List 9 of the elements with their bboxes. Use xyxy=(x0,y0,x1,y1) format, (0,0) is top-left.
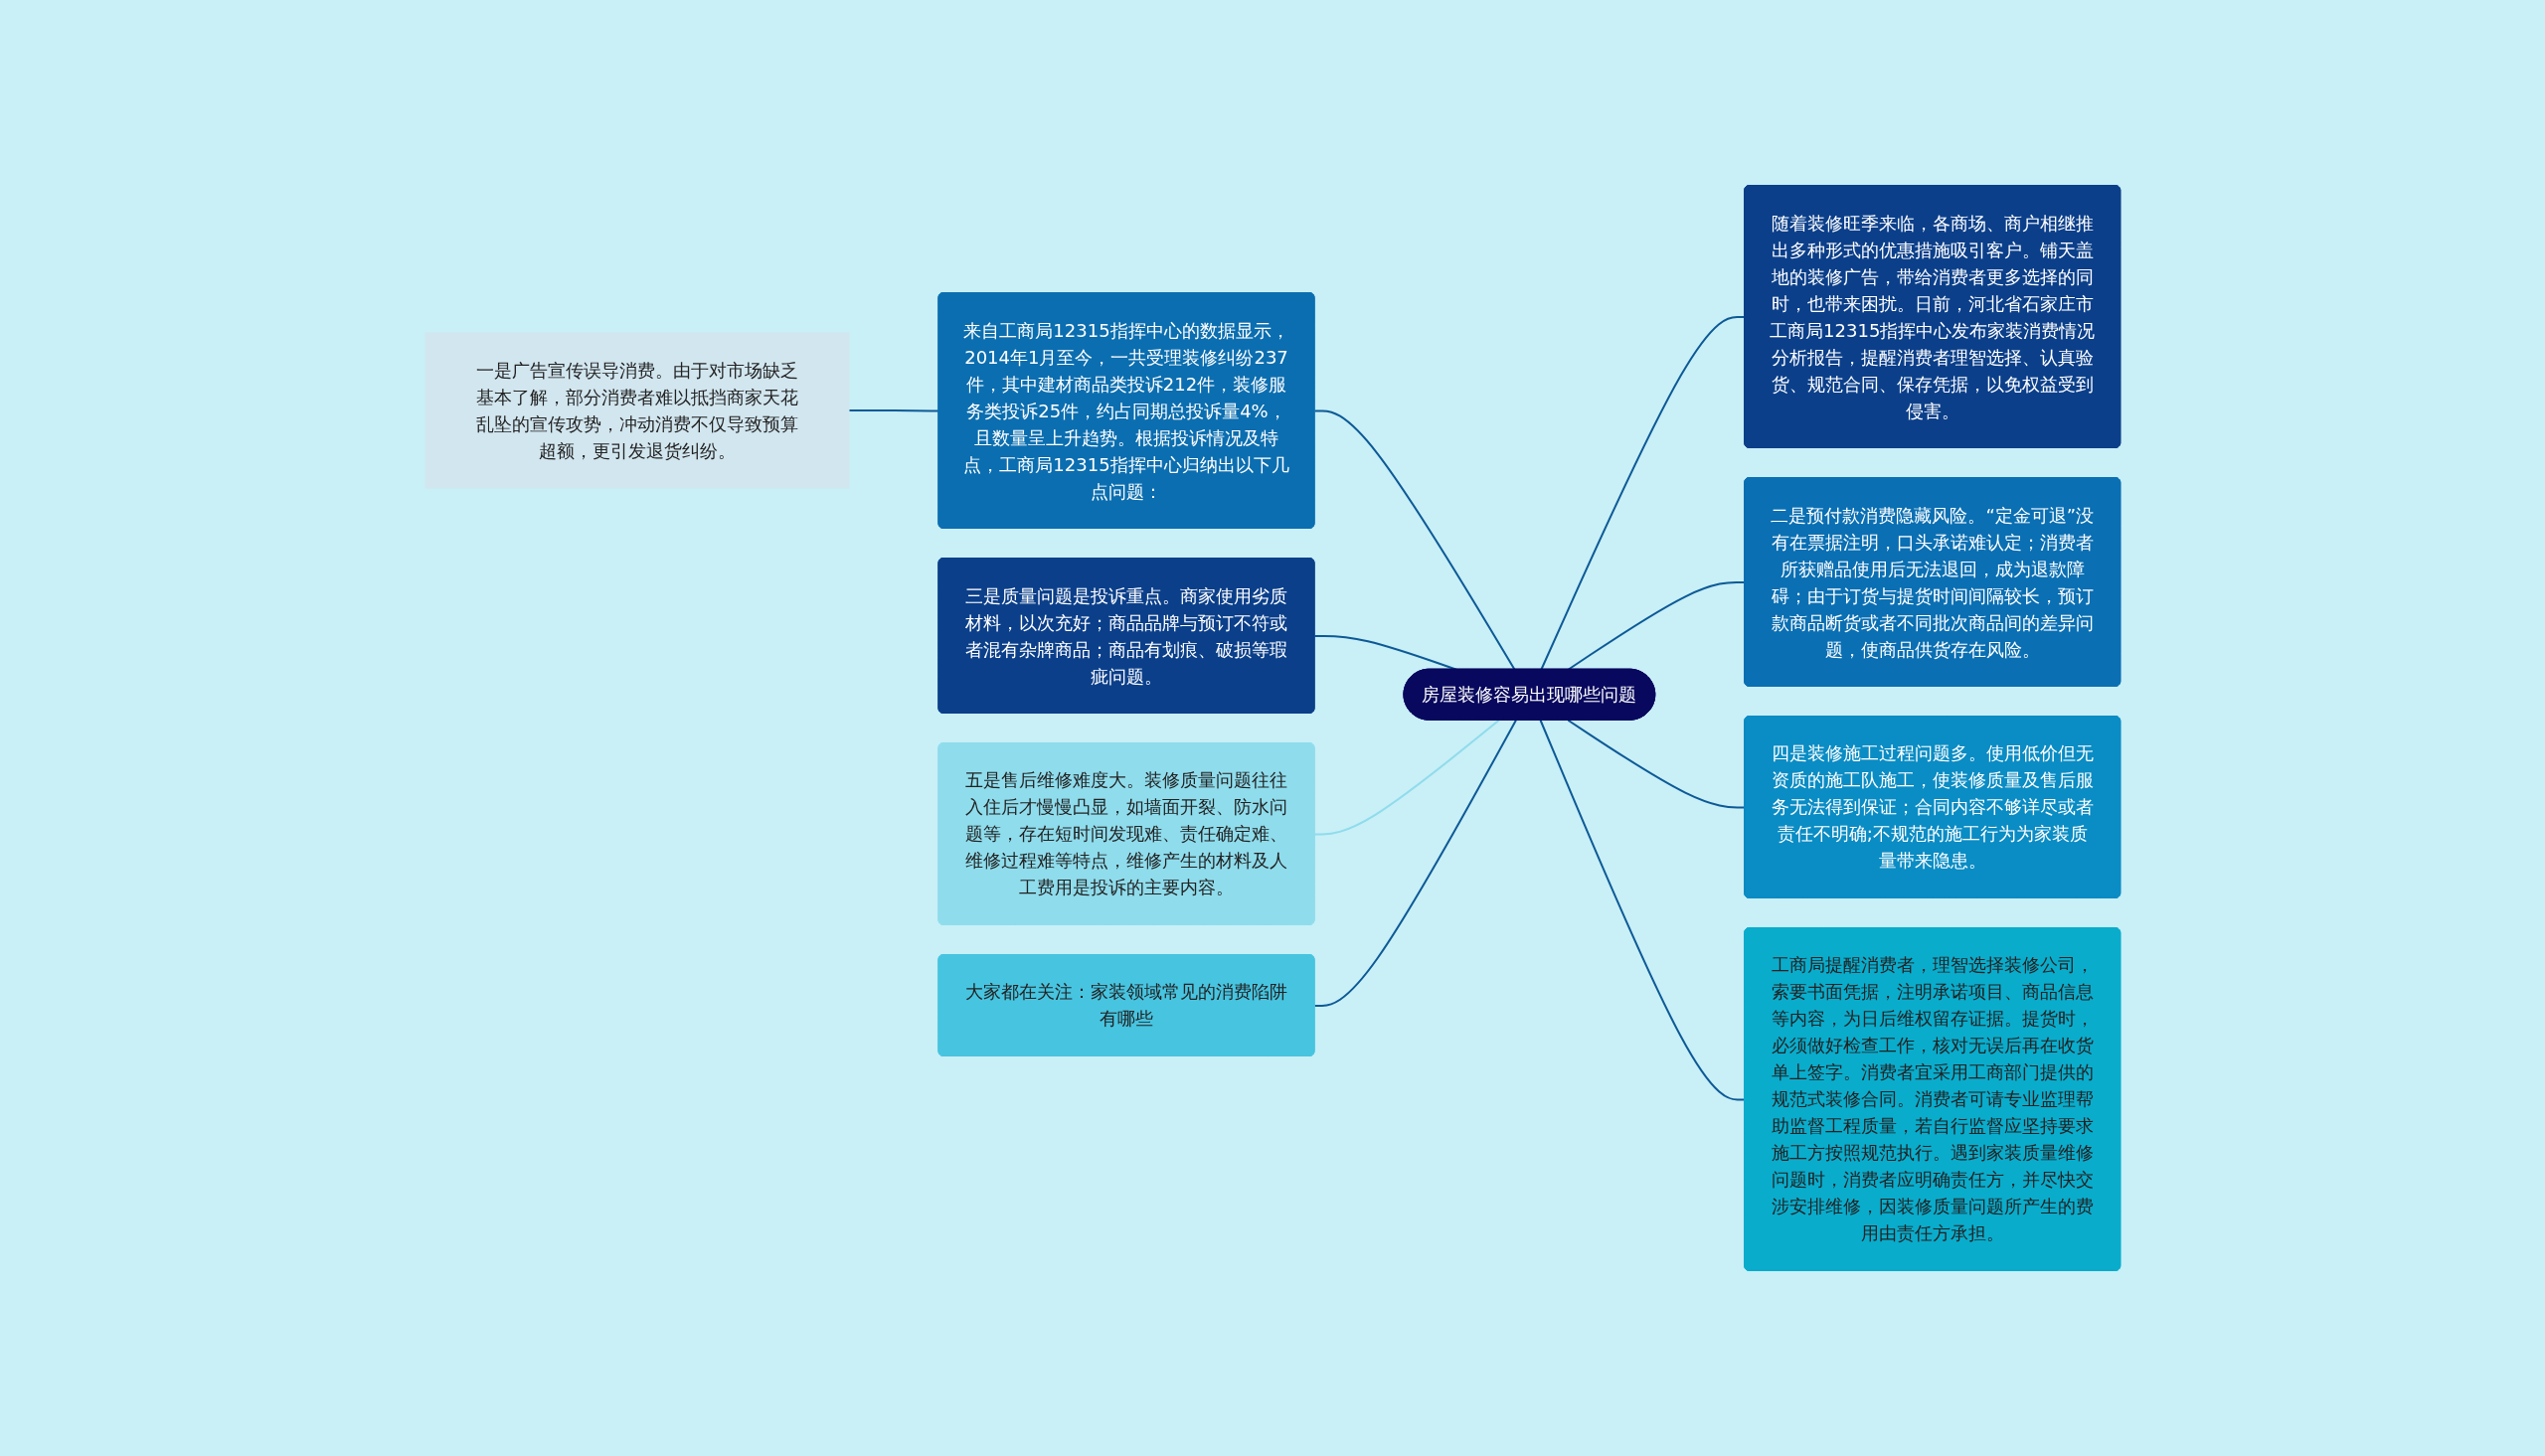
connector xyxy=(1567,580,1746,671)
connector xyxy=(1567,719,1746,809)
node-box: 一是广告宣传误导消费。由于对市场缺乏基本了解，部分消费者难以抵挡商家天花乱坠的宣传攻势，冲动消费不仅导致预算超额，更引发退货纠纷。 xyxy=(424,332,850,489)
connector xyxy=(1313,719,1517,1007)
connector xyxy=(1313,634,1457,671)
connector xyxy=(1540,315,1746,671)
connector xyxy=(1313,719,1500,836)
connector xyxy=(1539,719,1746,1101)
connector xyxy=(1313,409,1516,671)
